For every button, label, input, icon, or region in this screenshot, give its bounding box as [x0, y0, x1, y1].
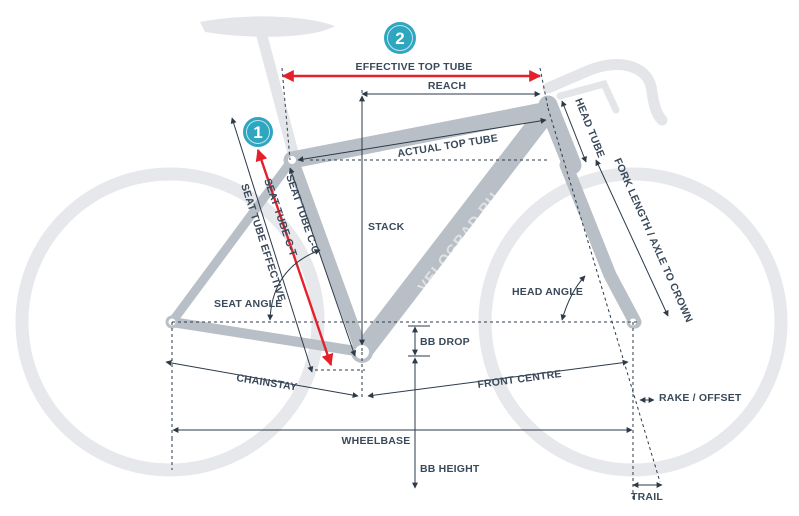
reach-label: REACH [428, 80, 466, 92]
stack-label: STACK [368, 221, 405, 233]
badge-1-number: 1 [253, 123, 262, 142]
effective-top-tube-label: EFFECTIVE TOP TUBE [356, 61, 473, 73]
badge-1: 1 [243, 117, 273, 147]
bb-drop-label: BB DROP [420, 336, 470, 348]
badge-2: 2 [384, 22, 416, 54]
chainstay-label: CHAINSTAY [236, 372, 298, 393]
reach-dimension: REACH [361, 80, 541, 97]
head-angle-label: HEAD ANGLE [512, 286, 583, 298]
wheelbase-label: WHEELBASE [342, 435, 411, 447]
badge-2-number: 2 [395, 29, 404, 48]
effective-top-tube-dimension: EFFECTIVE TOP TUBE [281, 61, 542, 82]
rake-offset-dimension: RAKE / OFFSET [639, 392, 742, 404]
stack-dimension: STACK [359, 95, 405, 346]
bb-height-dimension: BB HEIGHT [412, 357, 480, 489]
chainstay-dimension: CHAINSTAY [165, 359, 359, 399]
head-angle-dimension: HEAD ANGLE [512, 275, 586, 321]
seat-angle-dimension: SEAT ANGLE [214, 249, 321, 321]
trail-dimension: TRAIL [631, 482, 663, 503]
wheelbase-dimension: WHEELBASE [172, 427, 633, 447]
bb-drop-dimension: BB DROP [408, 325, 470, 357]
seat-angle-label: SEAT ANGLE [214, 298, 283, 310]
head-tube-label: HEAD TUBE [572, 97, 607, 160]
handlebar-ghost [542, 59, 668, 126]
bb-height-label: BB HEIGHT [420, 463, 480, 475]
rake-offset-label: RAKE / OFFSET [659, 392, 742, 404]
trail-label: TRAIL [631, 491, 663, 503]
ground-marks [171, 438, 634, 500]
